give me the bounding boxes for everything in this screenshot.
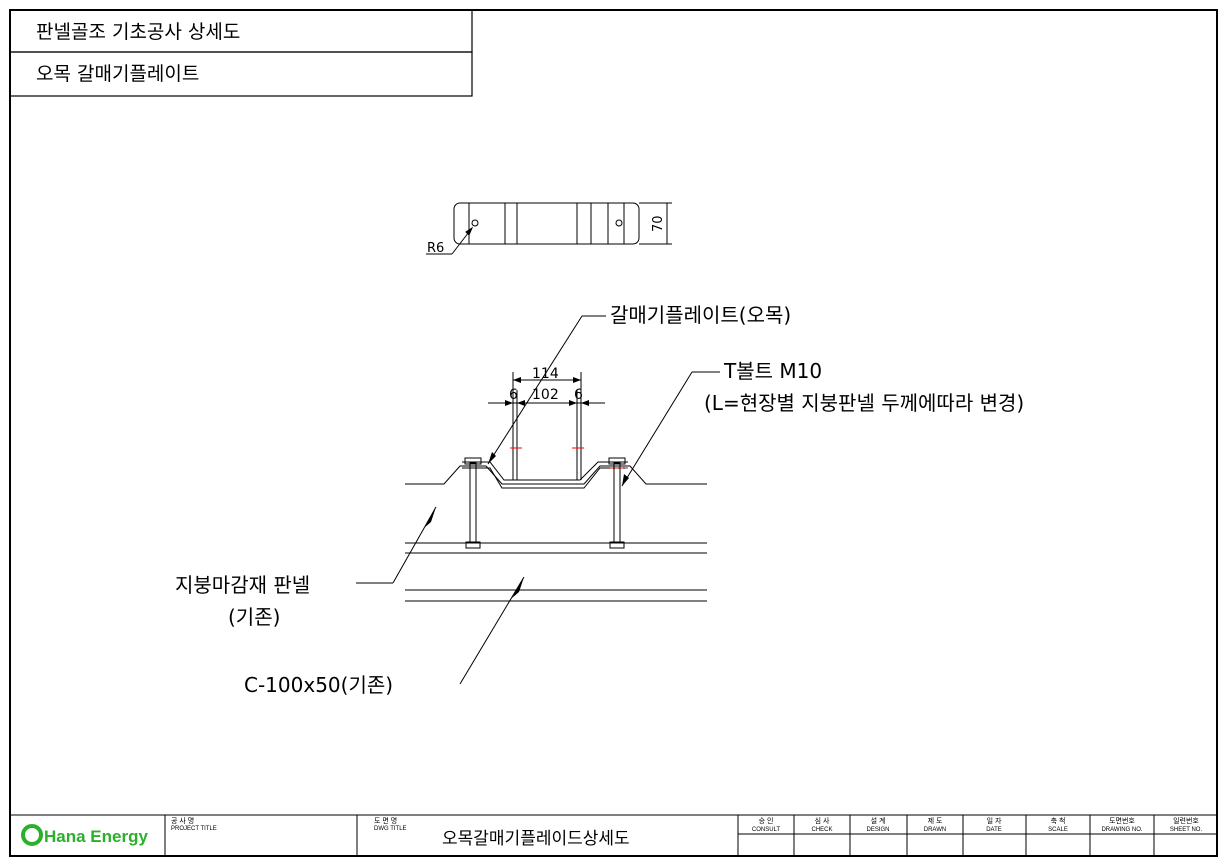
height-dim-label: 70	[651, 215, 666, 232]
dim-left-label: 6	[509, 387, 518, 403]
callout-bolt-line1: T볼트 M10	[723, 359, 822, 383]
field-drawn-en: DRAWN	[924, 827, 946, 833]
dim-inner-label: 102	[532, 387, 559, 403]
dwg-title-kr: 도 면 명	[374, 816, 397, 825]
section-view	[405, 372, 707, 602]
dim-right-label: 6	[574, 387, 583, 403]
dwg-title-en: DWG TITLE	[374, 826, 407, 832]
field-scale-en: SCALE	[1048, 827, 1068, 833]
company-logo: Hana Energy	[21, 824, 148, 846]
field-consult-kr: 승 인	[759, 816, 774, 825]
logo-text: Hana Energy	[44, 827, 148, 846]
field-design-kr: 설 계	[871, 816, 886, 825]
field-consult-en: CONSULT	[752, 827, 781, 833]
sheet-border	[9, 9, 1218, 857]
header-title-line2: 오목 갈매기플레이트	[36, 63, 199, 85]
field-check-kr: 심 사	[815, 816, 830, 825]
callout-purlin: C-100x50(기존)	[244, 673, 393, 697]
project-title-kr: 공 사 명	[171, 816, 194, 825]
title-block-fields: 승 인 CONSULT 심 사 CHECK 설 계 DESIGN 제 도 DRA…	[752, 816, 1203, 833]
callout-panel-line1: 지붕마감재 판넬	[175, 573, 310, 597]
field-date-en: DATE	[986, 827, 1002, 833]
field-drawing-no-kr: 도면번호	[1109, 816, 1135, 825]
callout-bolt-line2: (L=현장별 지붕판넬 두께에따라 변경)	[704, 391, 1024, 415]
callout-plate: 갈매기플레이트(오목)	[610, 303, 791, 327]
field-sheet-no-kr: 일련번호	[1173, 816, 1199, 825]
field-scale-kr: 축 척	[1051, 816, 1066, 825]
field-drawn-kr: 제 도	[928, 817, 943, 825]
title-block	[10, 814, 1217, 856]
field-drawing-no-en: DRAWING NO.	[1101, 827, 1142, 833]
project-title-en: PROJECT TITLE	[171, 826, 217, 832]
plan-view	[426, 202, 672, 255]
callout-panel-line2: (기존)	[228, 605, 280, 629]
field-design-en: DESIGN	[866, 827, 889, 833]
field-check-en: CHECK	[811, 827, 832, 833]
logo-ring-icon	[21, 824, 43, 846]
header-title-line1: 판넬골조 기초공사 상세도	[36, 21, 240, 43]
leader-arrows	[424, 452, 629, 598]
header-title-block: 판넬골조 기초공사 상세도 오목 갈매기플레이트	[9, 9, 473, 97]
dimension-arrows	[505, 377, 589, 406]
centerline-marks	[510, 447, 630, 469]
leader-lines	[356, 315, 720, 685]
field-sheet-no-en: SHEET NO.	[1170, 827, 1203, 833]
field-date-kr: 일 자	[987, 816, 1002, 825]
radius-label: R6	[427, 241, 444, 256]
drawing-name: 오목갈매기플레이드상세도	[442, 829, 630, 849]
